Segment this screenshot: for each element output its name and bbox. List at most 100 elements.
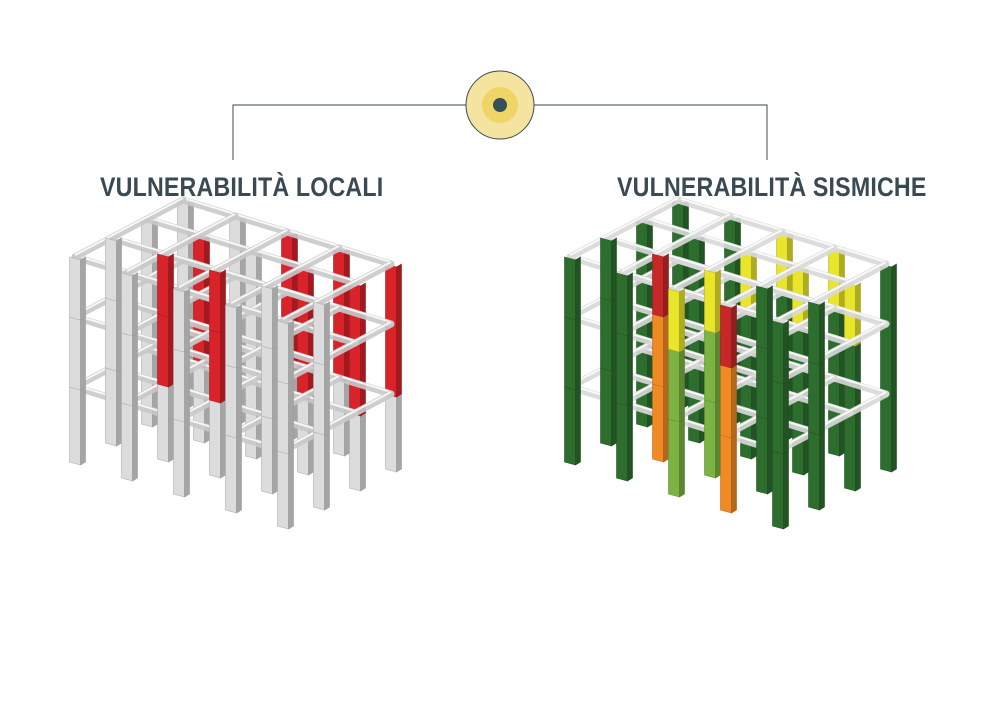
column-side [132, 402, 138, 482]
column-face [277, 320, 289, 385]
column-face [173, 418, 185, 498]
beam-highlight [230, 245, 340, 304]
column-side [767, 345, 773, 420]
column-side [731, 434, 737, 514]
beam [227, 244, 343, 309]
column-face [69, 386, 81, 466]
column-face [173, 288, 185, 353]
column-side [116, 297, 122, 372]
column-face [704, 329, 716, 404]
column-side [360, 412, 366, 492]
column-side [575, 386, 581, 466]
column-side [891, 323, 897, 398]
column-face [385, 393, 397, 473]
column-side [611, 237, 617, 302]
column-face [277, 380, 289, 455]
column-side [715, 269, 721, 334]
column-side [80, 316, 86, 391]
column-face [564, 316, 576, 391]
column-face [564, 256, 576, 321]
column-face [616, 332, 628, 407]
column-side [575, 256, 581, 321]
column-side [324, 361, 330, 436]
column-face [225, 434, 237, 514]
beam-highlight [126, 213, 236, 272]
target-icon [465, 70, 535, 140]
column-side [184, 348, 190, 423]
column-side [627, 332, 633, 407]
column-side [627, 402, 633, 482]
beam [774, 260, 890, 325]
column-face [313, 431, 325, 511]
beam-highlight [569, 197, 679, 256]
column-face [209, 329, 221, 404]
connector-left [232, 104, 468, 160]
column-face [652, 253, 664, 318]
column-face [385, 263, 397, 328]
column-face [756, 345, 768, 420]
column-side [396, 323, 402, 398]
column-face [225, 304, 237, 369]
column-side [891, 393, 897, 473]
column-side [236, 304, 242, 369]
beam [774, 390, 890, 455]
column-side [236, 364, 242, 439]
column-face [105, 237, 117, 302]
beam [123, 212, 239, 277]
column-side [396, 263, 402, 328]
column-face [69, 316, 81, 391]
column-face [313, 361, 325, 436]
column-side [272, 345, 278, 420]
column-side [168, 253, 174, 318]
beam [566, 196, 682, 261]
column-side [715, 399, 721, 479]
column-face [720, 304, 732, 369]
beam [175, 228, 291, 293]
column-face [121, 272, 133, 337]
column-side [819, 361, 825, 436]
column-side [663, 313, 669, 388]
column-side [236, 434, 242, 514]
column-side [679, 418, 685, 498]
column-face [652, 383, 664, 463]
column-face [157, 253, 169, 318]
beam-highlight [282, 321, 392, 380]
column-face [600, 367, 612, 447]
column-side [783, 320, 789, 385]
column-side [855, 412, 861, 492]
column-face [261, 415, 273, 495]
column-side [767, 415, 773, 495]
column-side [80, 256, 86, 321]
column-side [767, 285, 773, 350]
column-face [756, 285, 768, 350]
column-side [116, 367, 122, 447]
column-face [69, 256, 81, 321]
column-face [261, 345, 273, 420]
column-side [220, 329, 226, 404]
column-face [808, 361, 820, 436]
column-side [184, 418, 190, 498]
column-side [627, 272, 633, 337]
title-seismic-vulnerabilities: VULNERABILITÀ SISMICHE [617, 172, 927, 202]
column-face [704, 269, 716, 334]
column-side [731, 304, 737, 369]
column-face [105, 297, 117, 372]
building-seismic-vulnerabilities [564, 196, 897, 530]
column-side [819, 301, 825, 366]
beam-highlight [74, 197, 184, 256]
beam-highlight [777, 261, 887, 320]
beam [722, 244, 838, 309]
connector-lines [232, 104, 768, 160]
column-face [173, 348, 185, 423]
column-face [225, 364, 237, 439]
column-side [715, 329, 721, 404]
column-side [288, 320, 294, 385]
column-face [600, 237, 612, 302]
beam-highlight [282, 391, 392, 450]
beam [279, 260, 395, 325]
column-face [600, 297, 612, 372]
column-side [132, 332, 138, 407]
column-face [564, 386, 576, 466]
column-face [668, 348, 680, 423]
